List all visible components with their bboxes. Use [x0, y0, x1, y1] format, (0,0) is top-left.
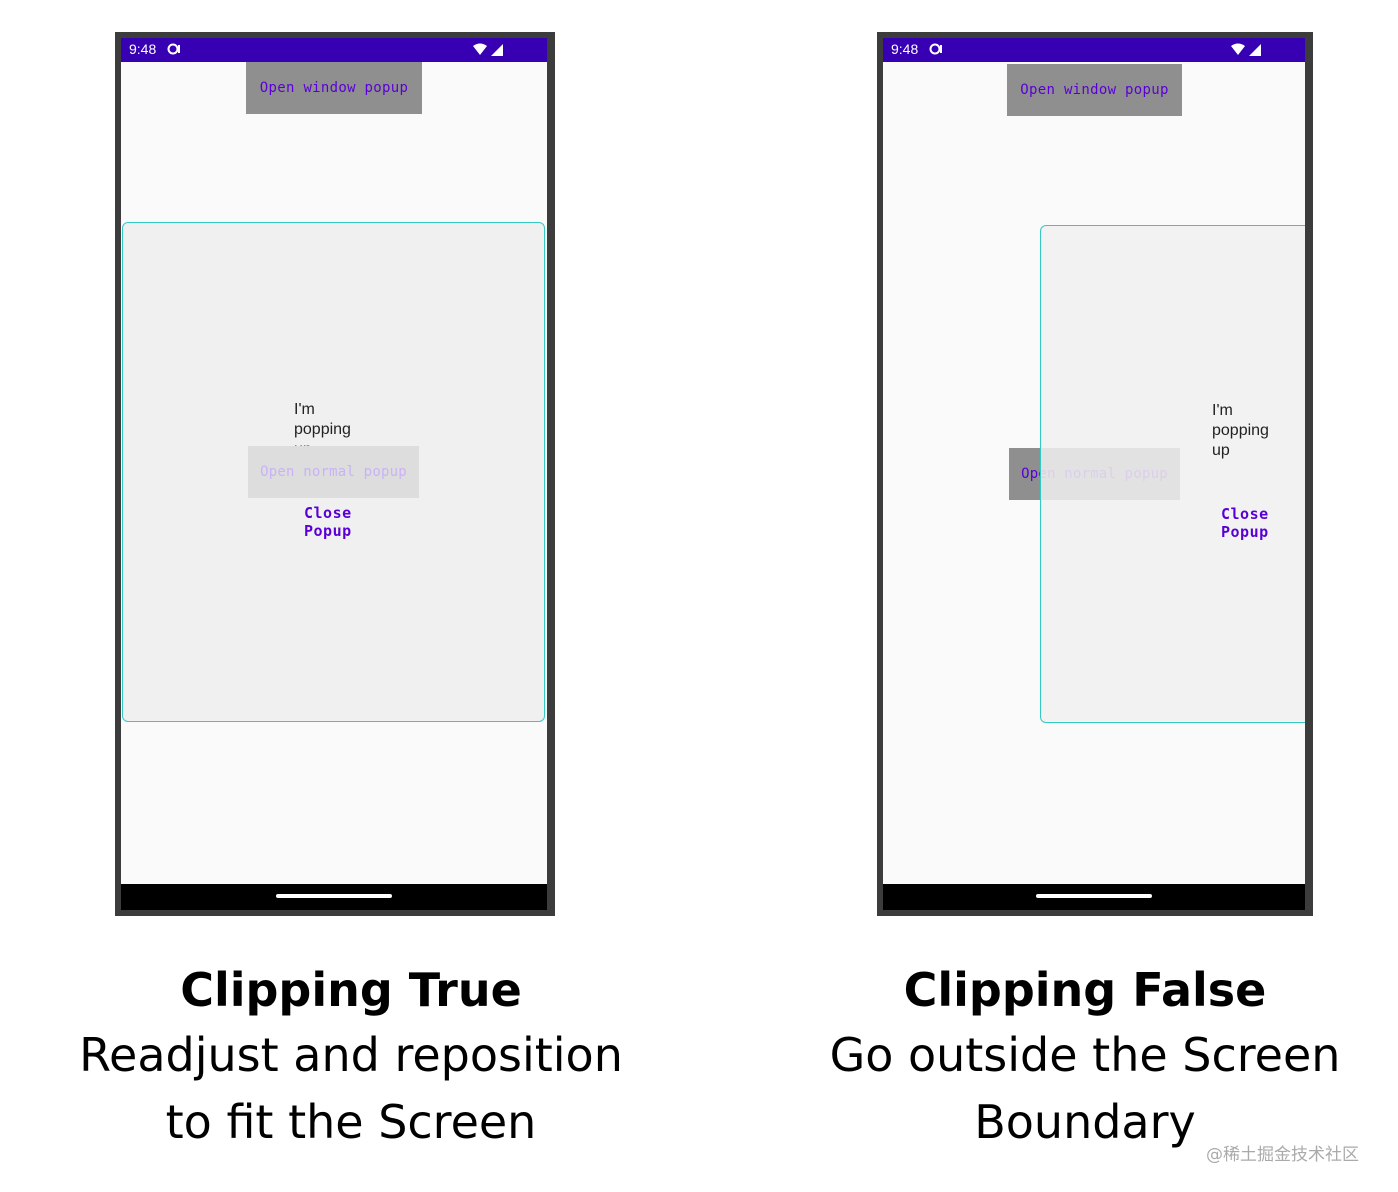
navigation-bar	[121, 884, 547, 910]
open-window-popup-button[interactable]: Open window popup	[246, 62, 422, 114]
wifi-icon	[1231, 43, 1261, 56]
close-popup-label: Close	[304, 504, 352, 522]
popup-message-line: I'm	[1212, 402, 1233, 419]
popup-message-line: popping	[294, 421, 351, 438]
open-window-popup-button[interactable]: Open window popup	[1007, 64, 1182, 116]
status-bar: 9:48	[121, 38, 547, 62]
popup-message: I'm popping up	[1212, 401, 1269, 461]
status-time: 9:48	[891, 41, 919, 57]
caption-line: Boundary	[974, 1095, 1196, 1149]
close-popup-label: Popup	[304, 522, 352, 540]
popup-message-line: up	[1212, 442, 1230, 459]
caption-title: Clipping False	[903, 963, 1267, 1017]
caption-line: Go outside the Screen	[829, 1028, 1341, 1082]
popup-window	[1040, 225, 1305, 723]
phone-screen: 9:48 Open window popup I'm popping up Op…	[121, 38, 547, 910]
phone-frame-clipping-false: 9:48 Open window popup Open normal popup…	[877, 32, 1313, 916]
close-popup-button[interactable]: Close Popup	[304, 504, 352, 540]
close-popup-label: Close	[1221, 505, 1269, 523]
phone-screen: 9:48 Open window popup Open normal popup…	[883, 38, 1305, 910]
home-gesture-handle[interactable]	[1036, 894, 1152, 898]
caption-clipping-false: Clipping False Go outside the Screen Bou…	[765, 962, 1398, 1162]
cell-signal-icon	[1249, 44, 1261, 56]
cell-signal-icon	[491, 44, 503, 56]
phone-frame-clipping-true: 9:48 Open window popup I'm popping up Op…	[115, 32, 555, 916]
status-bar: 9:48	[883, 38, 1305, 62]
popup-message-line: I'm	[294, 401, 315, 418]
notification-icon	[167, 43, 180, 55]
close-popup-button[interactable]: Close Popup	[1221, 505, 1269, 541]
navigation-bar	[883, 884, 1305, 910]
watermark: @稀土掘金技术社区	[1206, 1145, 1359, 1165]
open-normal-popup-button[interactable]: Open normal popup	[248, 446, 419, 498]
caption-description: Readjust and reposition to fit the Scree…	[31, 1022, 671, 1156]
caption-description: Go outside the Screen Boundary	[765, 1022, 1398, 1156]
popup-message-line: popping	[1212, 422, 1269, 439]
notification-icon	[929, 43, 942, 55]
caption-title: Clipping True	[180, 963, 522, 1017]
home-gesture-handle[interactable]	[276, 894, 392, 898]
caption-clipping-true: Clipping True Readjust and reposition to…	[31, 962, 671, 1162]
status-time: 9:48	[129, 41, 157, 57]
wifi-icon	[473, 43, 503, 56]
caption-line: to fit the Screen	[165, 1095, 537, 1149]
close-popup-label: Popup	[1221, 523, 1269, 541]
caption-line: Readjust and reposition	[79, 1028, 623, 1082]
